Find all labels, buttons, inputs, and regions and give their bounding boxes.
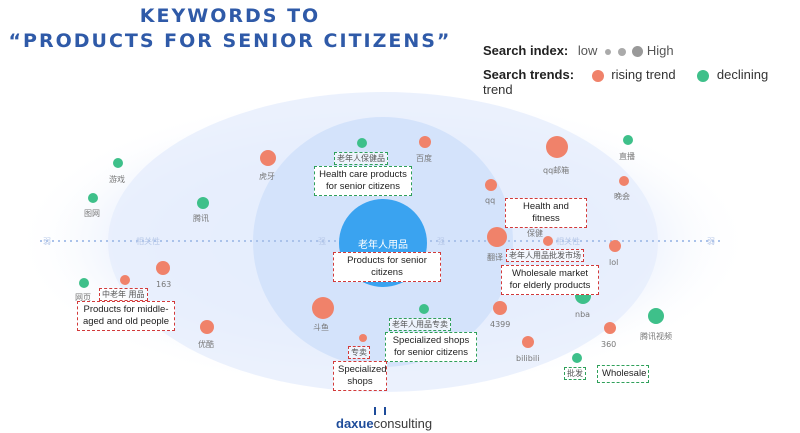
bubble-wanhui xyxy=(619,176,629,186)
label-wanhui: 晚会 xyxy=(614,192,630,201)
axis-relevance-left: 相关性 xyxy=(136,237,160,246)
bubble-zhonglaonian xyxy=(120,275,130,285)
declining-trend-label: declining trend xyxy=(483,67,769,97)
bubble-zhuanmaidian xyxy=(419,304,429,314)
bubble-youku xyxy=(200,320,214,334)
box-health-care: Health care products for senior citizens xyxy=(314,166,412,196)
search-index-label: Search index: xyxy=(483,43,569,58)
box-wholesale: Wholesale xyxy=(597,365,649,383)
search-trends-legend: Search trends: rising trend declining tr… xyxy=(483,67,800,97)
center-keyword-label: 老年人用品 xyxy=(358,240,408,251)
center-translation-box: Products for senior citizens xyxy=(333,252,441,282)
tag-pifa-market: 老年人用品批发市场 xyxy=(506,249,584,262)
label-4399: 4399 xyxy=(490,320,511,329)
bubble-huya xyxy=(260,150,276,166)
bubble-tuwang xyxy=(88,193,98,203)
axis-weak-right: 弱 xyxy=(707,237,715,246)
tag-zhuanmaidian: 老年人用品专卖 xyxy=(389,318,451,331)
label-douyu: 斗鱼 xyxy=(313,323,329,332)
bubble-baojianpin xyxy=(357,138,367,148)
box-wholesale-market: Wholesale market for elderly products xyxy=(501,265,599,295)
bubble-lol xyxy=(609,240,621,252)
bubble-fanyi xyxy=(487,227,507,247)
label-baojian: 保健 xyxy=(527,229,543,238)
bubble-douyu xyxy=(312,297,334,319)
logo-bars-icon xyxy=(374,407,386,415)
bubble-bilibili xyxy=(522,336,534,348)
tag-pifa: 批发 xyxy=(564,367,586,380)
label-huya: 虎牙 xyxy=(259,172,275,181)
logo-bold-text: daxue xyxy=(336,416,374,431)
large-dot-icon xyxy=(632,46,644,58)
bubble-qq xyxy=(485,179,497,191)
rising-dot-icon xyxy=(591,69,604,82)
bubble-4399 xyxy=(493,301,507,315)
label-lol: lol xyxy=(609,258,619,267)
label-zhibo: 直播 xyxy=(619,152,635,161)
box-health-fitness: Health and fitness xyxy=(505,198,587,228)
axis-strong-right: 强 xyxy=(437,237,445,246)
box-specialized-shops-senior: Specialized shops for senior citizens xyxy=(385,332,477,362)
label-wangye: 网页 xyxy=(75,293,91,302)
declining-dot-icon xyxy=(697,69,710,82)
label-youxi: 游戏 xyxy=(109,175,125,184)
bubble-zhibo xyxy=(623,135,633,145)
label-360: 360 xyxy=(601,340,617,349)
tag-baojianpin: 老年人保健品 xyxy=(334,152,388,165)
small-dot-icon xyxy=(605,48,612,55)
label-youku: 优酷 xyxy=(198,340,214,349)
label-qqyouxiang: qq邮箱 xyxy=(543,166,570,175)
page-title: KEYWORDS TO “PRODUCTS FOR SENIOR CITIZEN… xyxy=(0,4,460,54)
bubble-wangye xyxy=(79,278,89,288)
title-line-2: “PRODUCTS FOR SENIOR CITIZENS” xyxy=(8,30,452,52)
bubble-baidu xyxy=(419,136,431,148)
bubble-163 xyxy=(156,261,170,275)
label-qq: qq xyxy=(485,196,496,205)
rising-trend-label: rising trend xyxy=(611,67,676,82)
title-line-1: KEYWORDS TO xyxy=(139,5,321,27)
axis-weak-left: 弱 xyxy=(43,237,51,246)
label-tuwang: 图网 xyxy=(84,209,100,218)
label-tengxunshipin: 腾讯视频 xyxy=(640,332,672,341)
box-middle-aged: Products for middle-aged and old people xyxy=(77,301,175,331)
search-index-legend: Search index: low High xyxy=(483,43,674,58)
bubble-qqyouxiang xyxy=(546,136,568,158)
label-163: 163 xyxy=(156,280,172,289)
bubble-pifa xyxy=(572,353,582,363)
bubble-youxi xyxy=(113,158,123,168)
label-fanyi: 翻译 xyxy=(487,253,503,262)
bubble-tengxun xyxy=(197,197,209,209)
bubble-zhuanmai xyxy=(359,334,367,342)
axis-strong-left: 强 xyxy=(318,237,326,246)
daxue-logo: daxueconsulting xyxy=(336,407,432,431)
tag-zhuanmai: 专卖 xyxy=(348,346,370,359)
label-nba: nba xyxy=(575,310,591,319)
medium-dot-icon xyxy=(617,47,626,56)
label-bilibili: bilibili xyxy=(516,354,540,363)
label-baidu: 百度 xyxy=(416,154,432,163)
index-low-label: low xyxy=(577,43,598,58)
axis-relevance-right: 相关性 xyxy=(556,237,580,246)
label-tengxun: 腾讯 xyxy=(193,214,209,223)
bubble-pifa-market xyxy=(543,236,553,246)
search-trends-label: Search trends: xyxy=(483,67,575,82)
bubble-tengxunshipin xyxy=(648,308,664,324)
tag-zhonglaonian: 中老年 用品 xyxy=(99,288,148,301)
box-specialized-shops: Specialized shops xyxy=(333,361,387,391)
bubble-360 xyxy=(604,322,616,334)
logo-rest-text: consulting xyxy=(373,416,433,431)
index-high-label: High xyxy=(646,43,674,58)
